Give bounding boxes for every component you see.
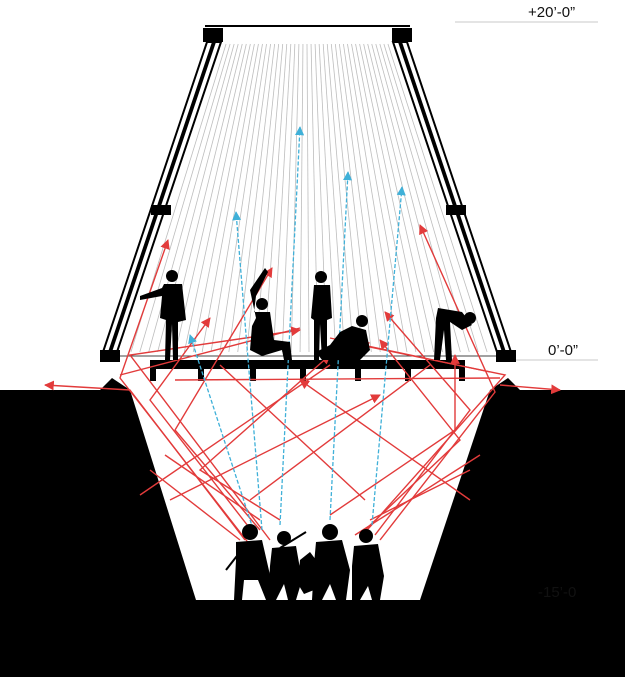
glass-mullion — [363, 43, 435, 353]
standing-person-left — [140, 270, 186, 360]
glass-mullion — [290, 43, 300, 353]
stage-people — [140, 268, 476, 360]
pit-floor — [196, 600, 420, 677]
glass-mullion — [272, 43, 292, 353]
glass-mullion — [219, 43, 267, 353]
glass-mullion — [387, 43, 488, 353]
bending-person — [434, 308, 476, 360]
earth-right — [420, 378, 625, 677]
glass-mullion — [359, 43, 426, 353]
level-label-ground: 0’-0” — [548, 342, 579, 359]
standing-person-center — [311, 271, 332, 360]
level-label-top: +20’-0” — [528, 4, 576, 21]
glass-mullion — [281, 43, 296, 353]
roof-cap-left — [203, 28, 223, 42]
glass-shell-mullions — [130, 43, 488, 353]
glass-mullion — [330, 43, 363, 353]
glass-mullion — [175, 43, 247, 353]
earth-left — [0, 378, 196, 677]
pavilion-frame — [100, 25, 516, 362]
seated-person-reaching — [250, 268, 292, 360]
glass-mullion — [306, 43, 310, 353]
seated-person-right — [316, 315, 370, 360]
glass-mullion — [183, 43, 251, 353]
glass-mullion — [192, 43, 255, 353]
glass-mullion — [343, 43, 390, 353]
glass-mullion — [334, 43, 372, 353]
glass-mullion — [338, 43, 381, 353]
roof-cap-right — [392, 28, 412, 42]
glass-mullion — [237, 43, 276, 353]
glass-mullion — [139, 43, 231, 353]
level-label-pit: -15’-0 — [538, 584, 577, 601]
glass-mullion — [367, 43, 443, 353]
sound-direct-arrows — [188, 126, 406, 536]
glass-mullion — [201, 43, 259, 353]
earth-mass — [0, 378, 625, 677]
glass-mullion — [210, 43, 263, 353]
pit-musicians — [225, 524, 384, 600]
glass-mullion — [351, 43, 408, 353]
glass-mullion — [299, 43, 304, 353]
glass-mullion — [371, 43, 452, 353]
glass-mullion — [264, 43, 288, 353]
glass-mullion — [375, 43, 461, 353]
glass-mullion — [228, 43, 271, 353]
glass-mullion — [355, 43, 417, 353]
glass-mullion — [383, 43, 479, 353]
glass-mullion — [318, 43, 337, 353]
glass-mullion — [326, 43, 354, 353]
glass-mullion — [347, 43, 399, 353]
